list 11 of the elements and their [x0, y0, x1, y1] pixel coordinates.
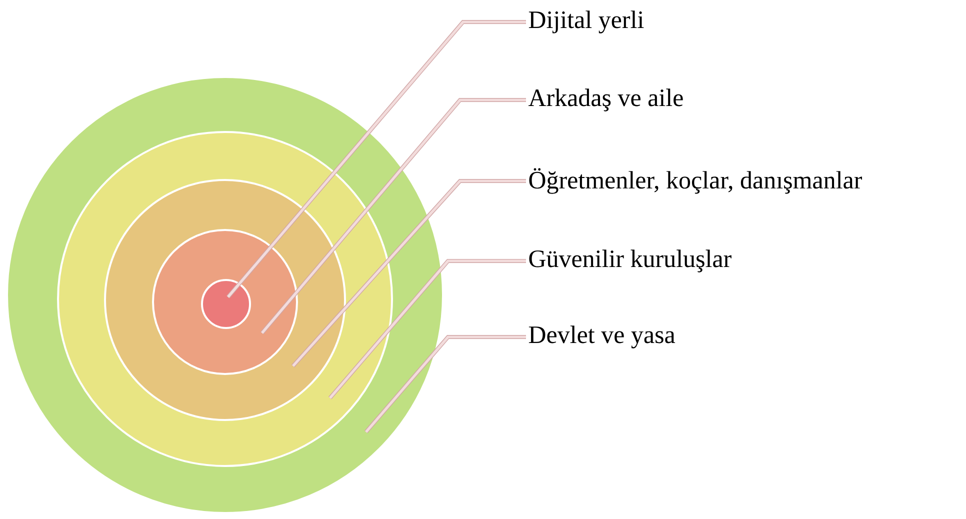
ring-label: Devlet ve yasa: [528, 326, 676, 348]
ring-label: Dijital yerli: [528, 10, 644, 34]
leader-line: [226, 20, 526, 298]
ring-circle: [201, 278, 251, 329]
leader-line: [260, 98, 526, 334]
ring-label: Güvenilir kuruluşlar: [529, 250, 732, 272]
ring-label: Öğretmenler, koçlar, danışmanlar: [529, 168, 862, 194]
leader-line: [364, 335, 526, 434]
leader-line: [292, 179, 526, 368]
ring-label: Arkadaş ve aile: [528, 88, 683, 112]
leader-line: [328, 258, 526, 400]
